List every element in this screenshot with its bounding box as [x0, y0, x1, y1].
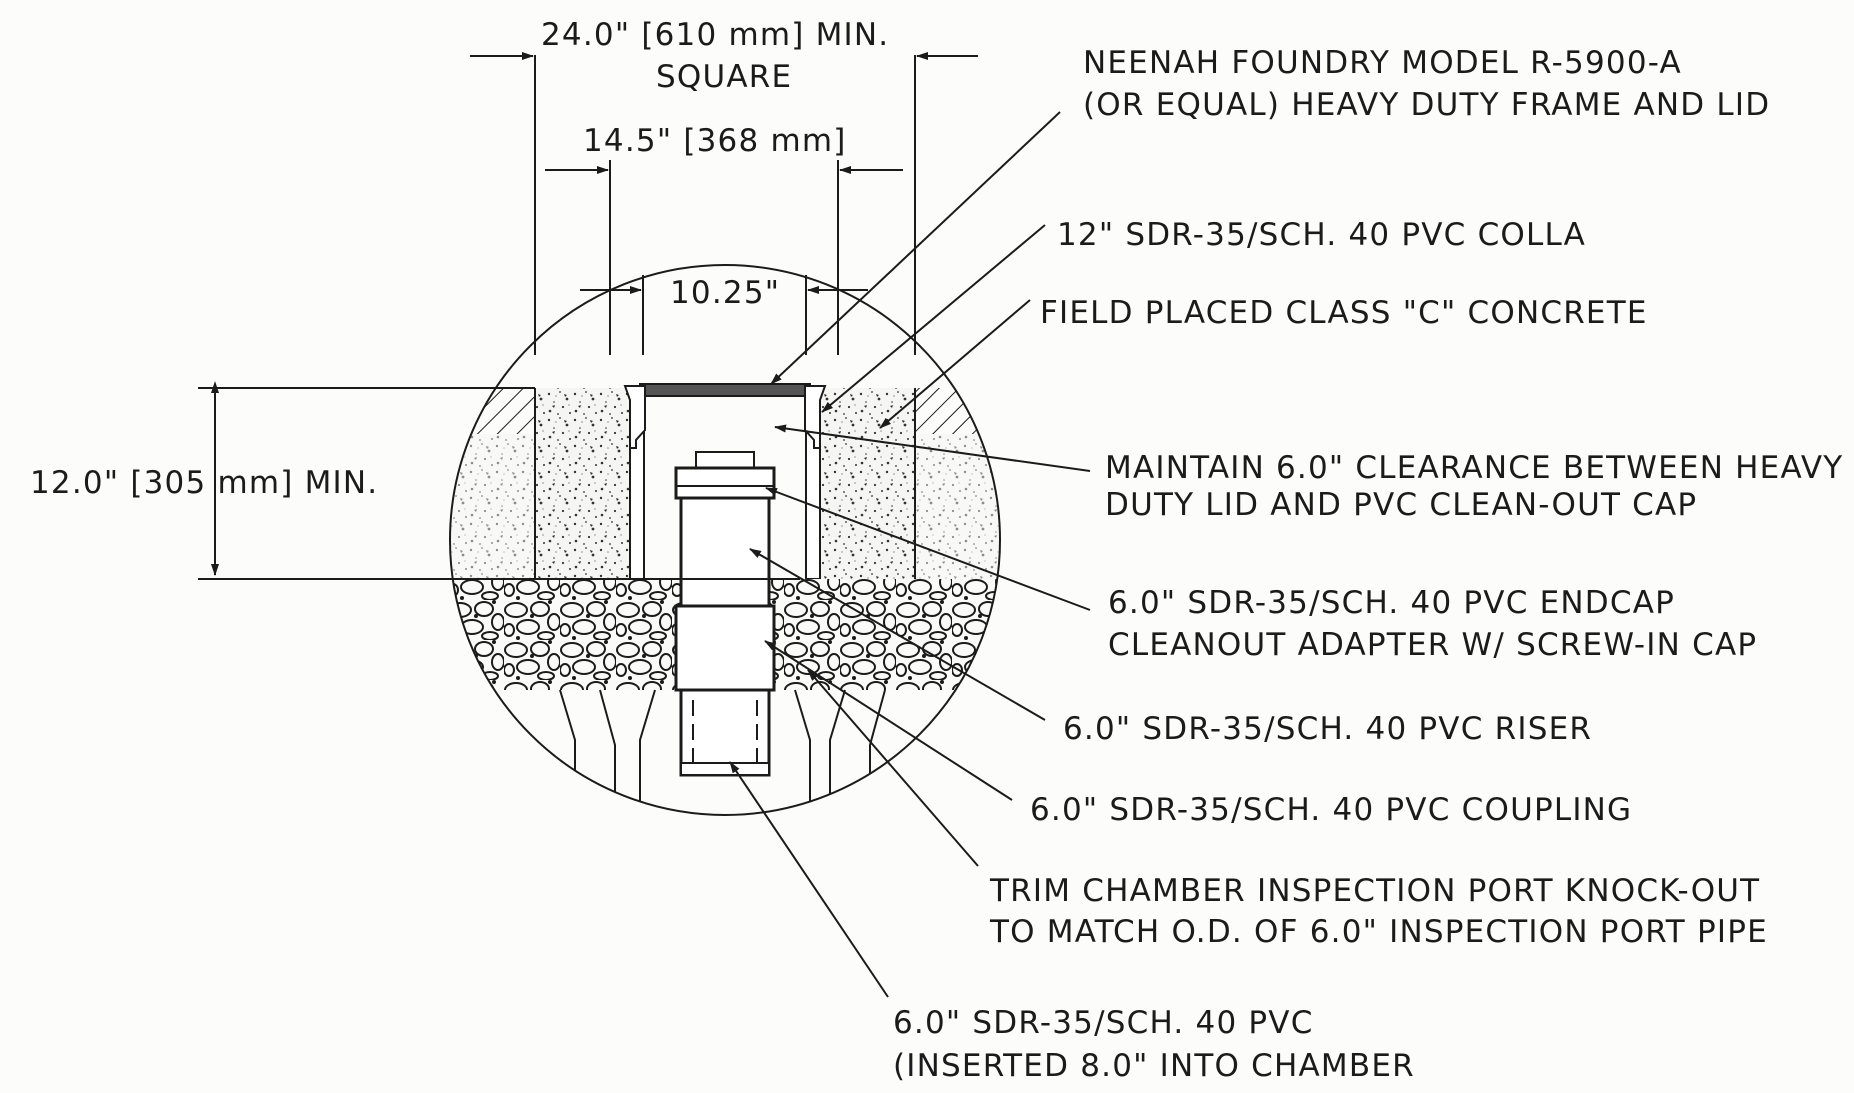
- dim-depth: 12.0" [305 mm] MIN.: [30, 465, 378, 501]
- backfill-left: [450, 434, 535, 579]
- callout-endcap-line2: CLEANOUT ADAPTER W/ SCREW-IN CAP: [1108, 627, 1757, 663]
- pvc-coupling: [674, 604, 776, 692]
- callout-frame-line1: NEENAH FOUNDRY MODEL R-5900-A: [1083, 45, 1682, 81]
- callout-clearance-line2: DUTY LID AND PVC CLEAN-OUT CAP: [1105, 487, 1697, 523]
- chamber-corrugations: [559, 689, 886, 815]
- callout-endcap-line1: 6.0" SDR-35/SCH. 40 PVC ENDCAP: [1108, 585, 1675, 621]
- callout-trim-line1: TRIM CHAMBER INSPECTION PORT KNOCK-OUT: [989, 873, 1760, 909]
- dim-overall-square: SQUARE: [656, 59, 792, 95]
- dimension-lines: [211, 52, 978, 576]
- frame-flange-left: [623, 385, 646, 449]
- dim-overall-width: 24.0" [610 mm] MIN.: [541, 17, 889, 53]
- callout-riser: 6.0" SDR-35/SCH. 40 PVC RISER: [1063, 711, 1592, 747]
- callout-clearance-line1: MAINTAIN 6.0" CLEARANCE BETWEEN HEAVY: [1105, 450, 1843, 486]
- backfill-right: [915, 434, 1000, 579]
- surface-hatch-right: [915, 388, 1000, 434]
- callout-pipe-line1: 6.0" SDR-35/SCH. 40 PVC: [893, 1005, 1314, 1041]
- section-view: [450, 383, 1000, 815]
- cleanout-adapter: [674, 466, 776, 500]
- inspection-port-pipe: [679, 688, 771, 777]
- concrete-left: [535, 388, 645, 579]
- callout-pipe-line2: (INSERTED 8.0" INTO CHAMBER: [893, 1048, 1415, 1084]
- detail-circle: [449, 264, 1001, 816]
- leader-lines: [729, 111, 1091, 998]
- dim-lid-opening: 10.25": [670, 275, 780, 311]
- concrete-right: [810, 388, 915, 579]
- surface-hatch-left: [450, 388, 535, 434]
- callout-concrete: FIELD PLACED CLASS "C" CONCRETE: [1040, 295, 1648, 331]
- callout-coupling: 6.0" SDR-35/SCH. 40 PVC COUPLING: [1030, 792, 1632, 828]
- callout-frame-line2: (OR EQUAL) HEAVY DUTY FRAME AND LID: [1083, 87, 1770, 123]
- callout-trim-line2: TO MATCH O.D. OF 6.0" INSPECTION PORT PI…: [989, 914, 1768, 950]
- heavy-duty-lid: [639, 383, 811, 397]
- callout-collar: 12" SDR-35/SCH. 40 PVC COLLA: [1057, 217, 1586, 253]
- dim-frame-opening: 14.5" [368 mm]: [583, 123, 847, 159]
